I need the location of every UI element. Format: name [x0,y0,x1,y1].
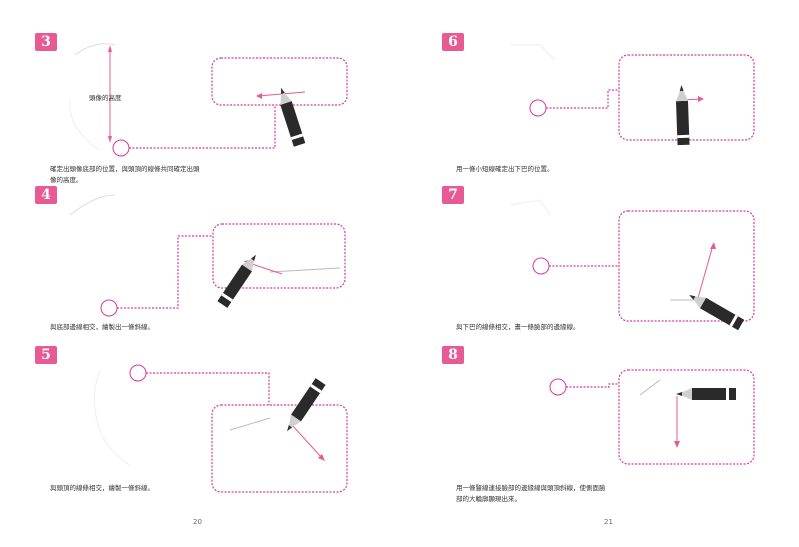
step7-illustration [509,199,755,331]
step8-badge: 8 [442,346,464,364]
page-number-left: 20 [193,518,202,526]
step7-caption: 與下巴的線條相交，畫一條臉部的邊緣線。 [456,323,580,331]
page-number-right: 21 [604,518,613,526]
step5-illustration [94,364,348,493]
step8-caption: 用一條豎線連接臉部的邊緣線與頭頂斜線，使側面臉 部的大輪廓顯現出來。 [456,484,606,503]
pencil-label-step6: 2B [677,165,685,174]
step3-badge: 3 [35,33,57,51]
right-page-illustrations [509,44,755,465]
step4-caption: 與底部邊線相交，繪製出一條斜線。 [50,323,154,331]
step4-badge: 4 [35,186,57,204]
head-height-label: 頭像的高度 [89,94,122,102]
step3-illustration [69,43,348,157]
step3-caption: 確定出頭像底部的位置，與頭頂的線條共同確定出頭 像的高度。 [50,165,200,184]
step5-badge: 5 [35,346,57,364]
step6-badge: 6 [442,33,464,51]
step8-illustration [549,369,755,465]
step5-caption: 與頭頂的線條相交，繪製一條斜線。 [50,484,154,492]
pencil-label-step8: 2B [740,391,748,398]
step4-illustration [69,194,346,317]
step6-illustration [510,44,755,146]
step6-caption: 用一條小短線確定出下巴的位置。 [456,165,554,173]
step7-badge: 7 [442,186,464,204]
left-page: 3 頭像的高度 確定出頭像底部的位置，與頭頂的線條共同確定出頭 像的高度。 4 … [0,0,399,547]
right-page: 6 用一條小短線確定出下巴的位置。 7 與下巴的線條相交，畫一條臉部的邊緣線。 … [400,0,799,547]
left-page-illustrations [69,43,348,493]
